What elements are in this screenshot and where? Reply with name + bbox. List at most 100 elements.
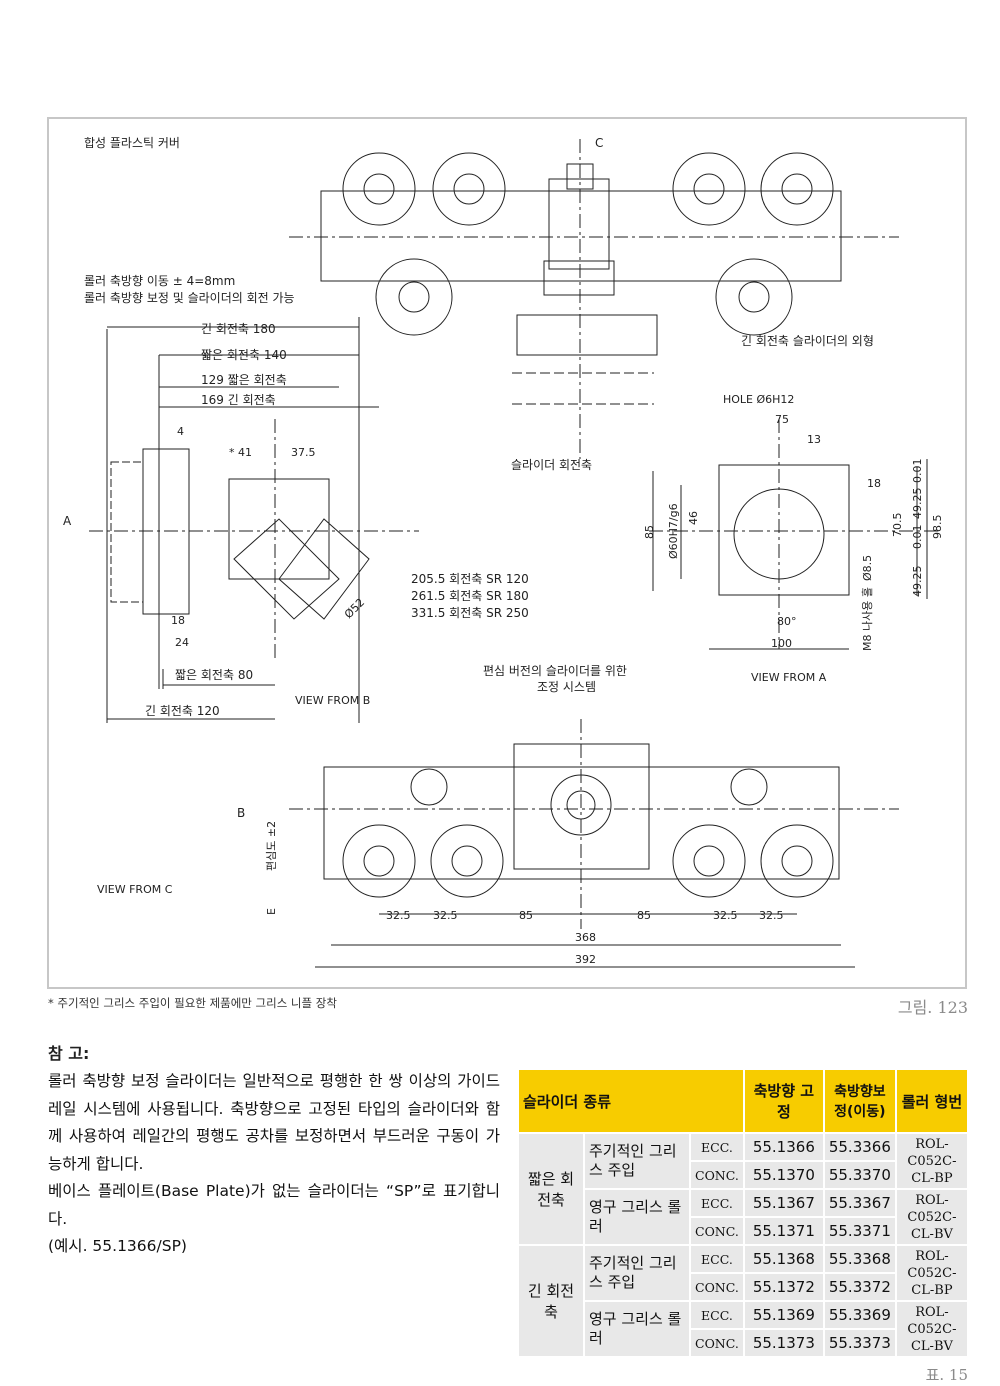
table-row: CONC. 55.1371 55.3371: [518, 1216, 968, 1246]
roller: [715, 258, 793, 336]
table-row: CONC. 55.1370 55.3370: [518, 1160, 968, 1190]
roller: [760, 152, 834, 226]
dim-8-5: Ø8.5: [861, 555, 874, 581]
dim-0-01a: 0.01: [911, 459, 924, 484]
dim-4: 4: [177, 425, 184, 438]
dim-32-5: 32.5: [759, 909, 784, 922]
dim-98-5: 98.5: [931, 515, 944, 540]
dim-13: 13: [807, 433, 821, 446]
label-view-c: VIEW FROM C: [97, 883, 173, 896]
dim-392: 392: [575, 953, 596, 966]
technical-drawing: 합성 플라스틱 커버 롤러 축방향 이동 ± 4=8mm 롤러 축방향 보정 및…: [63, 136, 944, 968]
dim-32-5: 32.5: [433, 909, 458, 922]
roller: [430, 824, 504, 898]
label-eccentric-2: 조정 시스템: [537, 680, 596, 694]
header-slider-type: 슬라이더 종류: [517, 1068, 745, 1134]
footnote: * 주기적인 그리스 주입이 필요한 제품에만 그리스 니플 장착: [48, 996, 337, 1010]
dim-85c: 85: [637, 909, 651, 922]
roller: [432, 152, 506, 226]
sub-greasing: 주기적인 그리스 주입: [583, 1244, 691, 1302]
roller: [342, 152, 416, 226]
label-short-80: 짧은 회전축 80: [175, 668, 253, 682]
roller: [375, 258, 453, 336]
dim-18: 18: [867, 477, 881, 490]
type-cell: ECC.: [689, 1244, 745, 1274]
roller-cell: ROL-C052C-CL-BP: [894, 1132, 970, 1190]
label-short-129: 129 짧은 회전축: [201, 373, 287, 387]
comp-cell: 55.3369: [822, 1300, 897, 1330]
figure-caption: 그림. 123: [897, 998, 968, 1017]
comp-cell: 55.3366: [822, 1132, 897, 1162]
group-short: 짧은 회전축: [517, 1132, 585, 1246]
label-m8: M8 나사용 홀: [861, 587, 874, 651]
note-title: 참 고:: [48, 1044, 90, 1063]
sub-permanent: 영구 그리스 롤러: [583, 1188, 691, 1246]
dim-100: 100: [771, 637, 792, 650]
table-row: 짧은 회전축 주기적인 그리스 주입 ECC. 55.1366 55.3366 …: [517, 1132, 970, 1246]
table-row: 긴 회전축 주기적인 그리스 주입 ECC. 55.1368 55.3368 R…: [517, 1244, 970, 1358]
dim-32-5: 32.5: [386, 909, 411, 922]
header-axial-fixed: 축방향 고정: [742, 1068, 825, 1134]
label-long-outline: 긴 회전축 슬라이더의 외형: [741, 334, 874, 348]
dim-70-5: 70.5: [891, 513, 904, 538]
fixed-cell: 55.1369: [742, 1300, 825, 1330]
slider-spec-table: 슬라이더 종류 축방향 고정 축방향보정(이동) 롤러 형번 짧은 회전축 주기…: [517, 1068, 970, 1358]
table-row: 영구 그리스 롤러 ECC. 55.1367 55.3367 ROL-C052C…: [518, 1188, 970, 1246]
dim-24: 24: [175, 636, 189, 649]
dim-46: 46: [687, 511, 700, 525]
note-paragraph: 베이스 플레이트(Base Plate)가 없는 슬라이더는 “SP”로 표기합…: [48, 1182, 500, 1228]
roller-cell: ROL-C052C-CL-BP: [894, 1244, 970, 1302]
label-long-180: 긴 회전축 180: [201, 322, 276, 336]
comp-cell: 55.3368: [822, 1244, 897, 1274]
table-row: CONC. 55.1372 55.3372: [518, 1272, 968, 1302]
table-caption: 표. 15: [925, 1366, 968, 1384]
type-cell: ECC.: [689, 1132, 745, 1162]
dim-85: 85: [643, 525, 656, 539]
label-slider-axis: 슬라이더 회전축: [511, 458, 592, 472]
roller: [760, 824, 834, 898]
label-hole: HOLE Ø6H12: [723, 393, 794, 406]
dim-75: 75: [775, 413, 789, 426]
header-roller-part: 롤러 형번: [894, 1068, 970, 1134]
fixed-cell: 55.1371: [742, 1216, 825, 1246]
roller: [342, 824, 416, 898]
dim-e: E: [265, 908, 278, 915]
fixed-cell: 55.1367: [742, 1188, 825, 1218]
label-sr120: 205.5 회전축 SR 120: [411, 572, 529, 586]
note-body: 롤러 축방향 보정 슬라이더는 일반적으로 평행한 한 쌍 이상의 가이드 레일…: [48, 1068, 500, 1261]
dim-0-01b: 0.01: [911, 525, 924, 550]
label-long-120: 긴 회전축 120: [145, 704, 220, 718]
type-cell: CONC.: [689, 1216, 745, 1246]
dim-49-25a: 49.25: [911, 488, 924, 520]
header-axial-comp: 축방향보정(이동): [822, 1068, 897, 1134]
comp-cell: 55.3370: [822, 1160, 897, 1190]
dim-52: Ø52: [342, 596, 367, 621]
dim-368: 368: [575, 931, 596, 944]
type-cell: CONC.: [689, 1272, 745, 1302]
label-axial-move: 롤러 축방향 이동 ± 4=8mm: [84, 274, 235, 288]
roller-cell: ROL-C052C-CL-BV: [894, 1300, 970, 1358]
label-cover: 합성 플라스틱 커버: [84, 136, 180, 150]
comp-cell: 55.3372: [822, 1272, 897, 1302]
label-ecc-tol: 편심도 ±2: [265, 821, 278, 871]
label-sr250: 331.5 회전축 SR 250: [411, 606, 529, 620]
dim-32-5: 32.5: [713, 909, 738, 922]
arrow-a-label: A: [63, 514, 72, 528]
base-plate: [718, 464, 850, 596]
dim-85b: 85: [519, 909, 533, 922]
label-eccentric-1: 편심 버전의 슬라이더를 위한: [483, 664, 627, 678]
label-long-169: 169 긴 회전축: [201, 393, 276, 407]
label-sr180: 261.5 회전축 SR 180: [411, 589, 529, 603]
arrow-b-label: B: [237, 806, 245, 820]
roller: [672, 824, 746, 898]
dim-80deg: 80°: [777, 615, 797, 628]
table-row: 영구 그리스 롤러 ECC. 55.1369 55.3369 ROL-C052C…: [518, 1300, 970, 1358]
label-short-140: 짧은 회전축 140: [201, 348, 287, 362]
arrow-c-label: C: [595, 136, 603, 150]
fixed-cell: 55.1366: [742, 1132, 825, 1162]
note-paragraph: (예시. 55.1366/SP): [48, 1237, 187, 1255]
label-view-b: VIEW FROM B: [295, 694, 370, 707]
dim-37-5: 37.5: [291, 446, 316, 459]
fixed-cell: 55.1373: [742, 1328, 825, 1358]
comp-cell: 55.3367: [822, 1188, 897, 1218]
